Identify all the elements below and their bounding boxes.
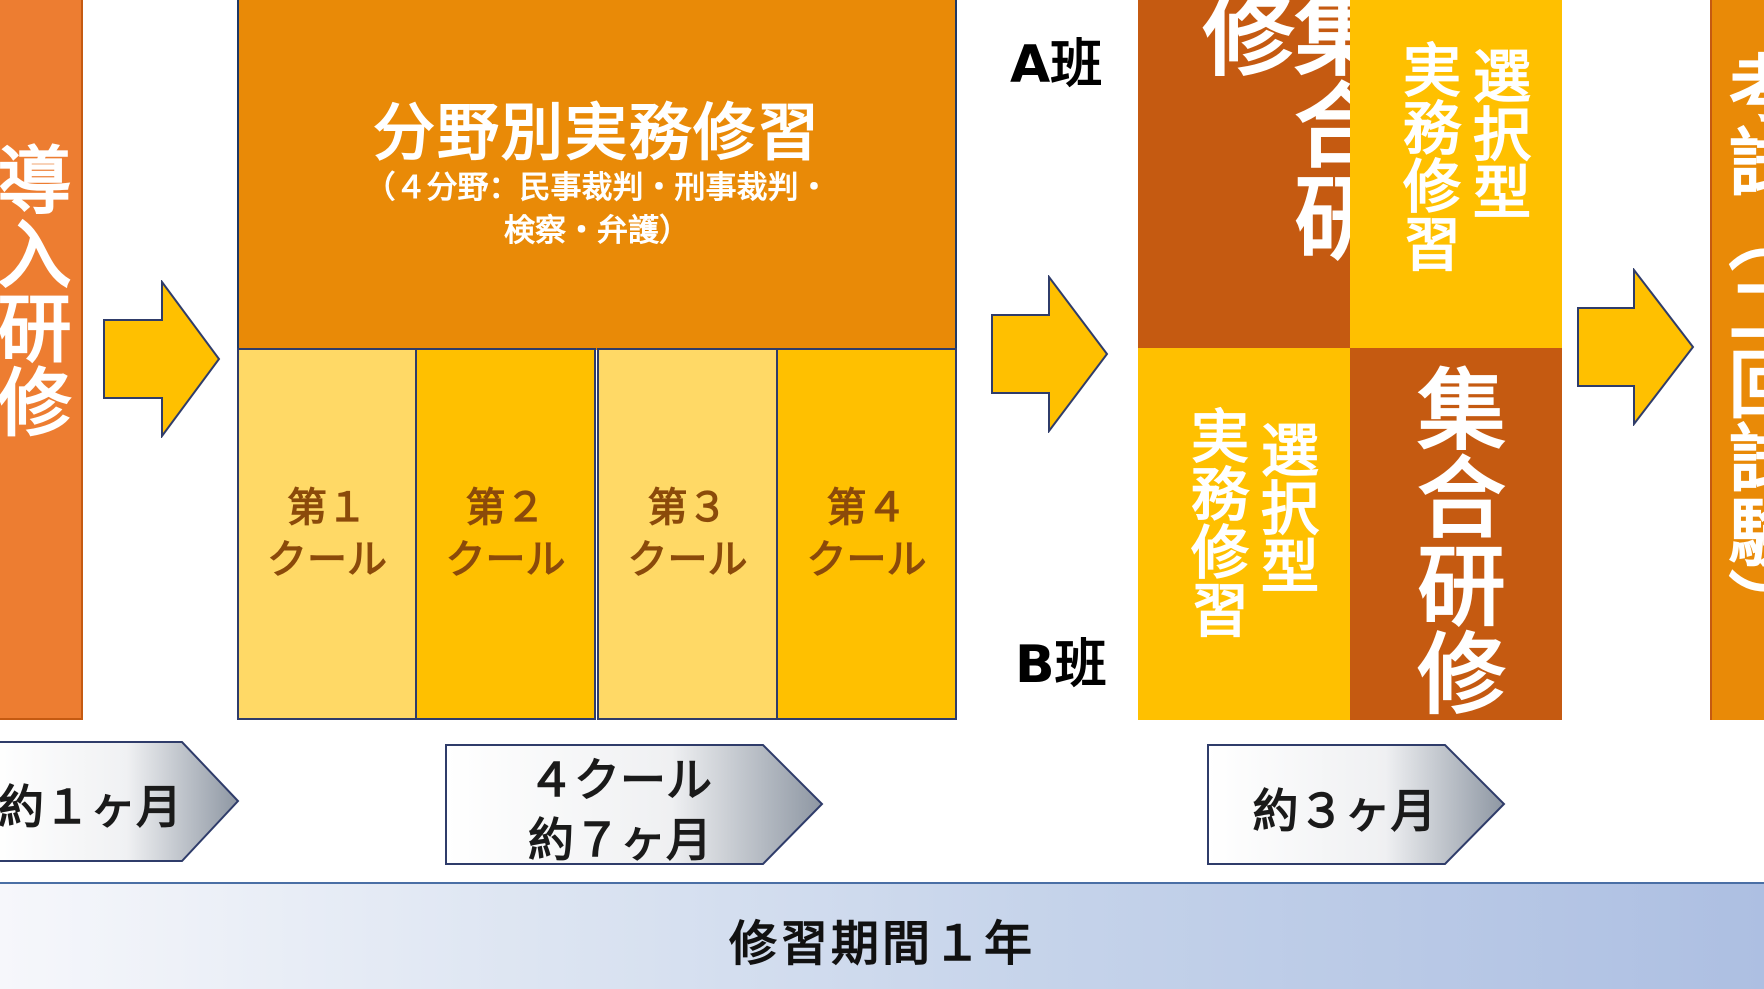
cool-4-line1: 第４	[826, 485, 907, 531]
final-exam-label: 考試（二回試験）	[1716, 50, 1764, 642]
class-b-group-training-cell: 集合研修	[1350, 348, 1562, 720]
cool-2-line1: 第２	[465, 485, 546, 531]
group-duration-chevron-icon	[1207, 744, 1506, 865]
class-a-elective-line1: 選択型	[1463, 46, 1531, 220]
class-b-group-training-label: 集合研修	[1403, 364, 1506, 716]
arrow-right-icon	[991, 275, 1109, 433]
field-training-subtitle-1: （４分野：民事裁判・刑事裁判・	[364, 170, 830, 206]
final-exam-box: 考試（二回試験）	[1710, 0, 1764, 720]
class-b-elective-cell: 選択型 実務修習	[1138, 348, 1350, 720]
cool-4-box: 第４ クール	[776, 348, 957, 720]
cool-2-box: 第２ クール	[415, 348, 596, 720]
intro-training-label: 導入研修	[0, 142, 71, 438]
class-b-elective-line2: 実務修習	[1181, 406, 1249, 638]
class-a-group-training-cell: 集合研修	[1138, 0, 1350, 348]
intro-duration-chevron-icon	[0, 741, 240, 862]
class-a-elective-cell: 選択型 実務修習	[1350, 0, 1562, 348]
field-duration-line1: ４クール	[528, 753, 712, 807]
intro-duration-label: 約１ヶ月	[0, 780, 182, 834]
cool-1-line1: 第１	[287, 485, 367, 531]
group-duration-label: 約３ヶ月	[1252, 784, 1437, 838]
class-a-label: A班	[1010, 35, 1103, 95]
cool-3-line2: クール	[627, 537, 748, 583]
class-a-elective-line2: 実務修習	[1393, 40, 1461, 272]
field-training-subtitle-2: 検察・弁護）	[504, 213, 690, 249]
cool-3-box: 第３ クール	[597, 348, 778, 720]
arrow-right-icon	[103, 280, 221, 438]
field-training-title: 分野別実務修習	[372, 96, 821, 169]
cool-3-line1: 第３	[647, 485, 728, 531]
cool-2-line2: クール	[445, 537, 566, 583]
cool-4-line2: クール	[806, 537, 927, 583]
total-period-label: 修習期間１年	[728, 916, 1035, 972]
class-a-group-training-label: 集合研修	[1187, 0, 1350, 262]
intro-training-box: 導入研修	[0, 0, 83, 720]
arrow-right-icon	[1577, 268, 1695, 426]
field-duration-chevron-icon	[445, 744, 824, 865]
class-b-elective-line1: 選択型	[1251, 420, 1319, 594]
total-period-bar: 修習期間１年	[0, 882, 1764, 989]
class-b-label: B班	[1015, 635, 1107, 695]
field-training-box: 分野別実務修習 （４分野：民事裁判・刑事裁判・ 検察・弁護）	[237, 0, 957, 350]
cool-1-line2: クール	[267, 537, 387, 583]
cool-1-box: 第１ クール	[237, 348, 417, 720]
field-duration-line2: 約７ヶ月	[528, 813, 712, 867]
